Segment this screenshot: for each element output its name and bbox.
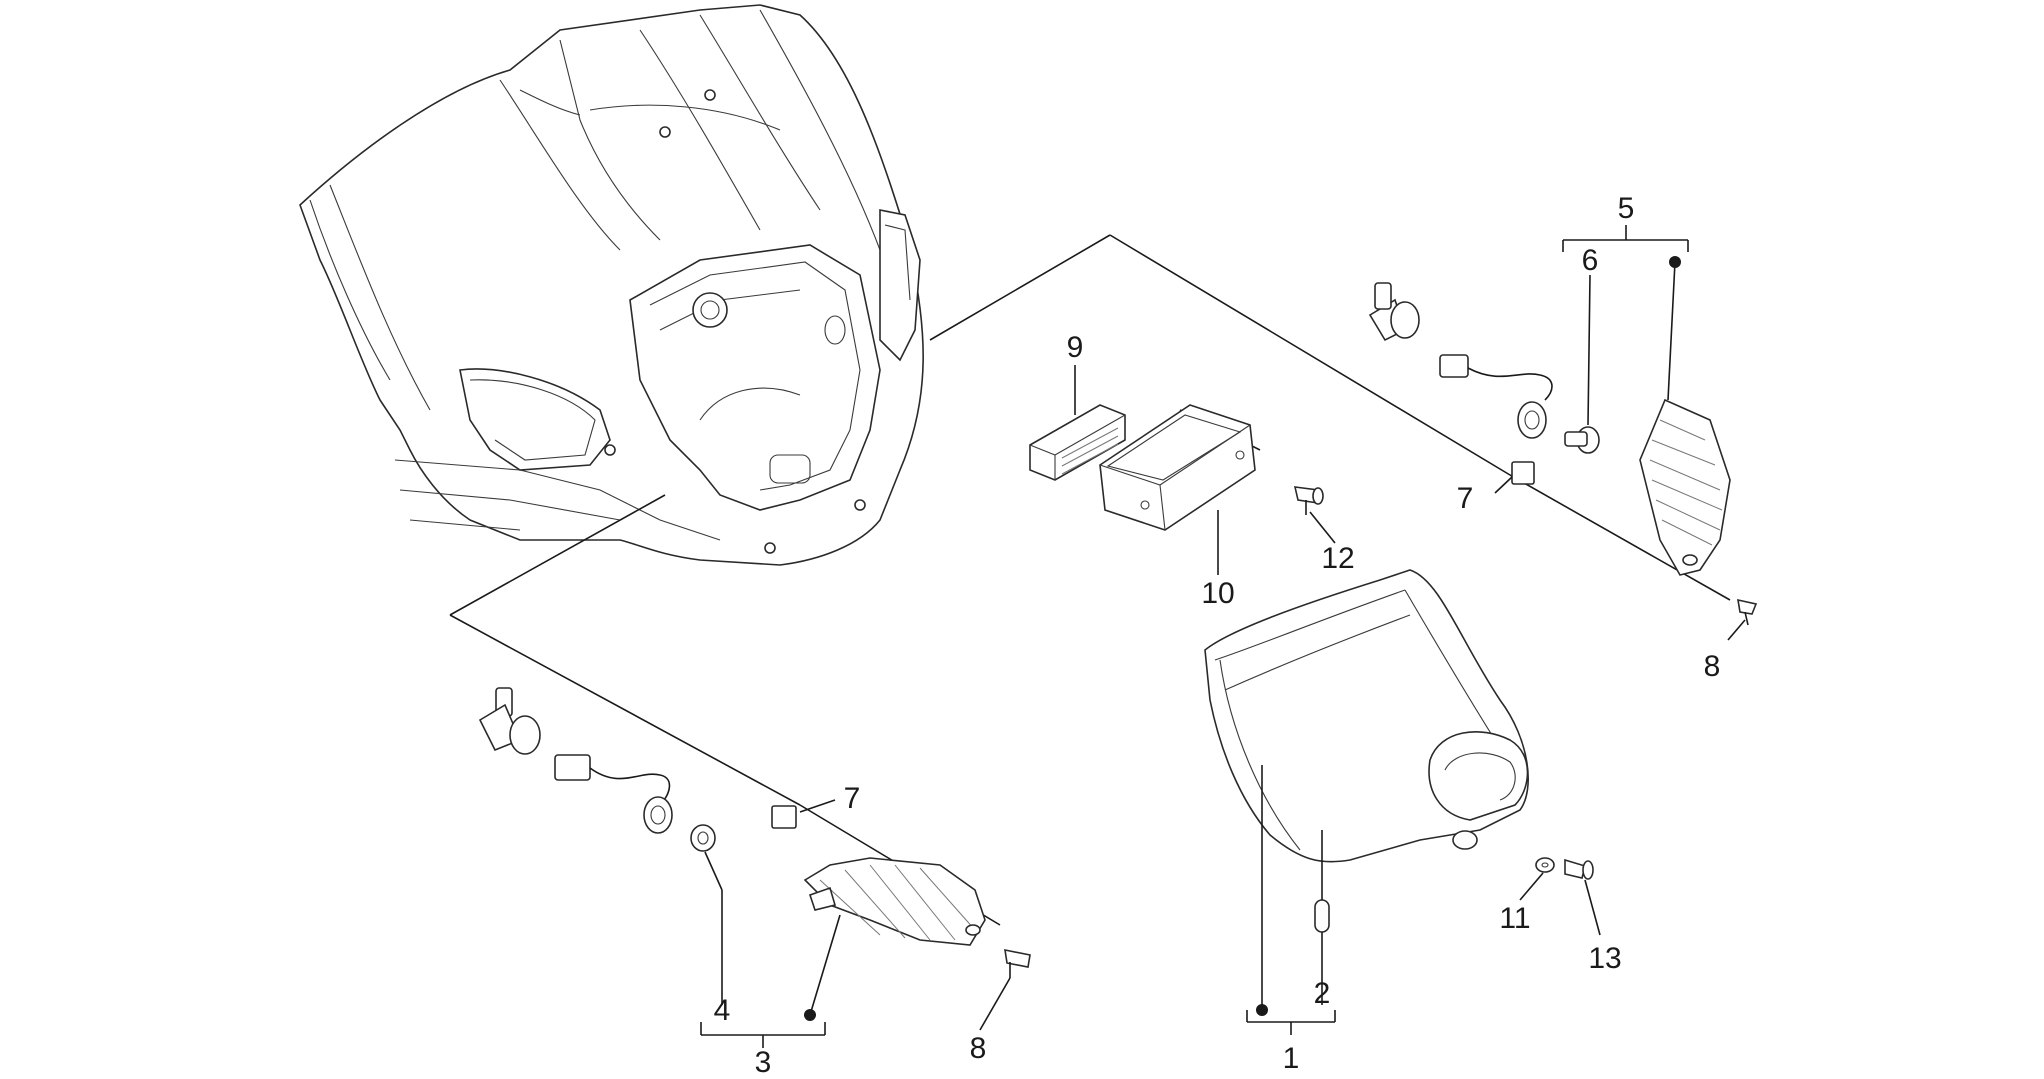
label-part-1: 1	[1283, 1042, 1300, 1074]
part-labels: 1 2 3 4 5 6 7 7 8 8 9 10 11 12 13	[714, 192, 1721, 1079]
label-part-5: 5	[1618, 192, 1635, 225]
right-indicator-assembly	[1368, 282, 1758, 626]
label-part-8-right: 8	[1704, 650, 1721, 683]
label-part-7-right: 7	[1457, 482, 1474, 515]
label-part-12: 12	[1321, 542, 1354, 575]
tail-light-assembly	[1204, 569, 1594, 945]
label-part-9: 9	[1067, 331, 1084, 364]
label-part-7-left: 7	[844, 782, 861, 815]
label-part-8-left: 8	[970, 1032, 987, 1065]
label-part-2: 2	[1314, 977, 1331, 1010]
rear-body-shell	[299, 4, 924, 566]
licence-plate-light	[1029, 404, 1324, 531]
label-part-4: 4	[714, 994, 731, 1027]
left-indicator-assembly	[478, 687, 1031, 1005]
label-part-3: 3	[755, 1046, 772, 1074]
callout-leaders	[700, 225, 1746, 1048]
label-part-11: 11	[1499, 902, 1530, 935]
label-part-10: 10	[1201, 577, 1234, 610]
label-part-13: 13	[1588, 942, 1621, 975]
label-part-6: 6	[1582, 244, 1599, 277]
